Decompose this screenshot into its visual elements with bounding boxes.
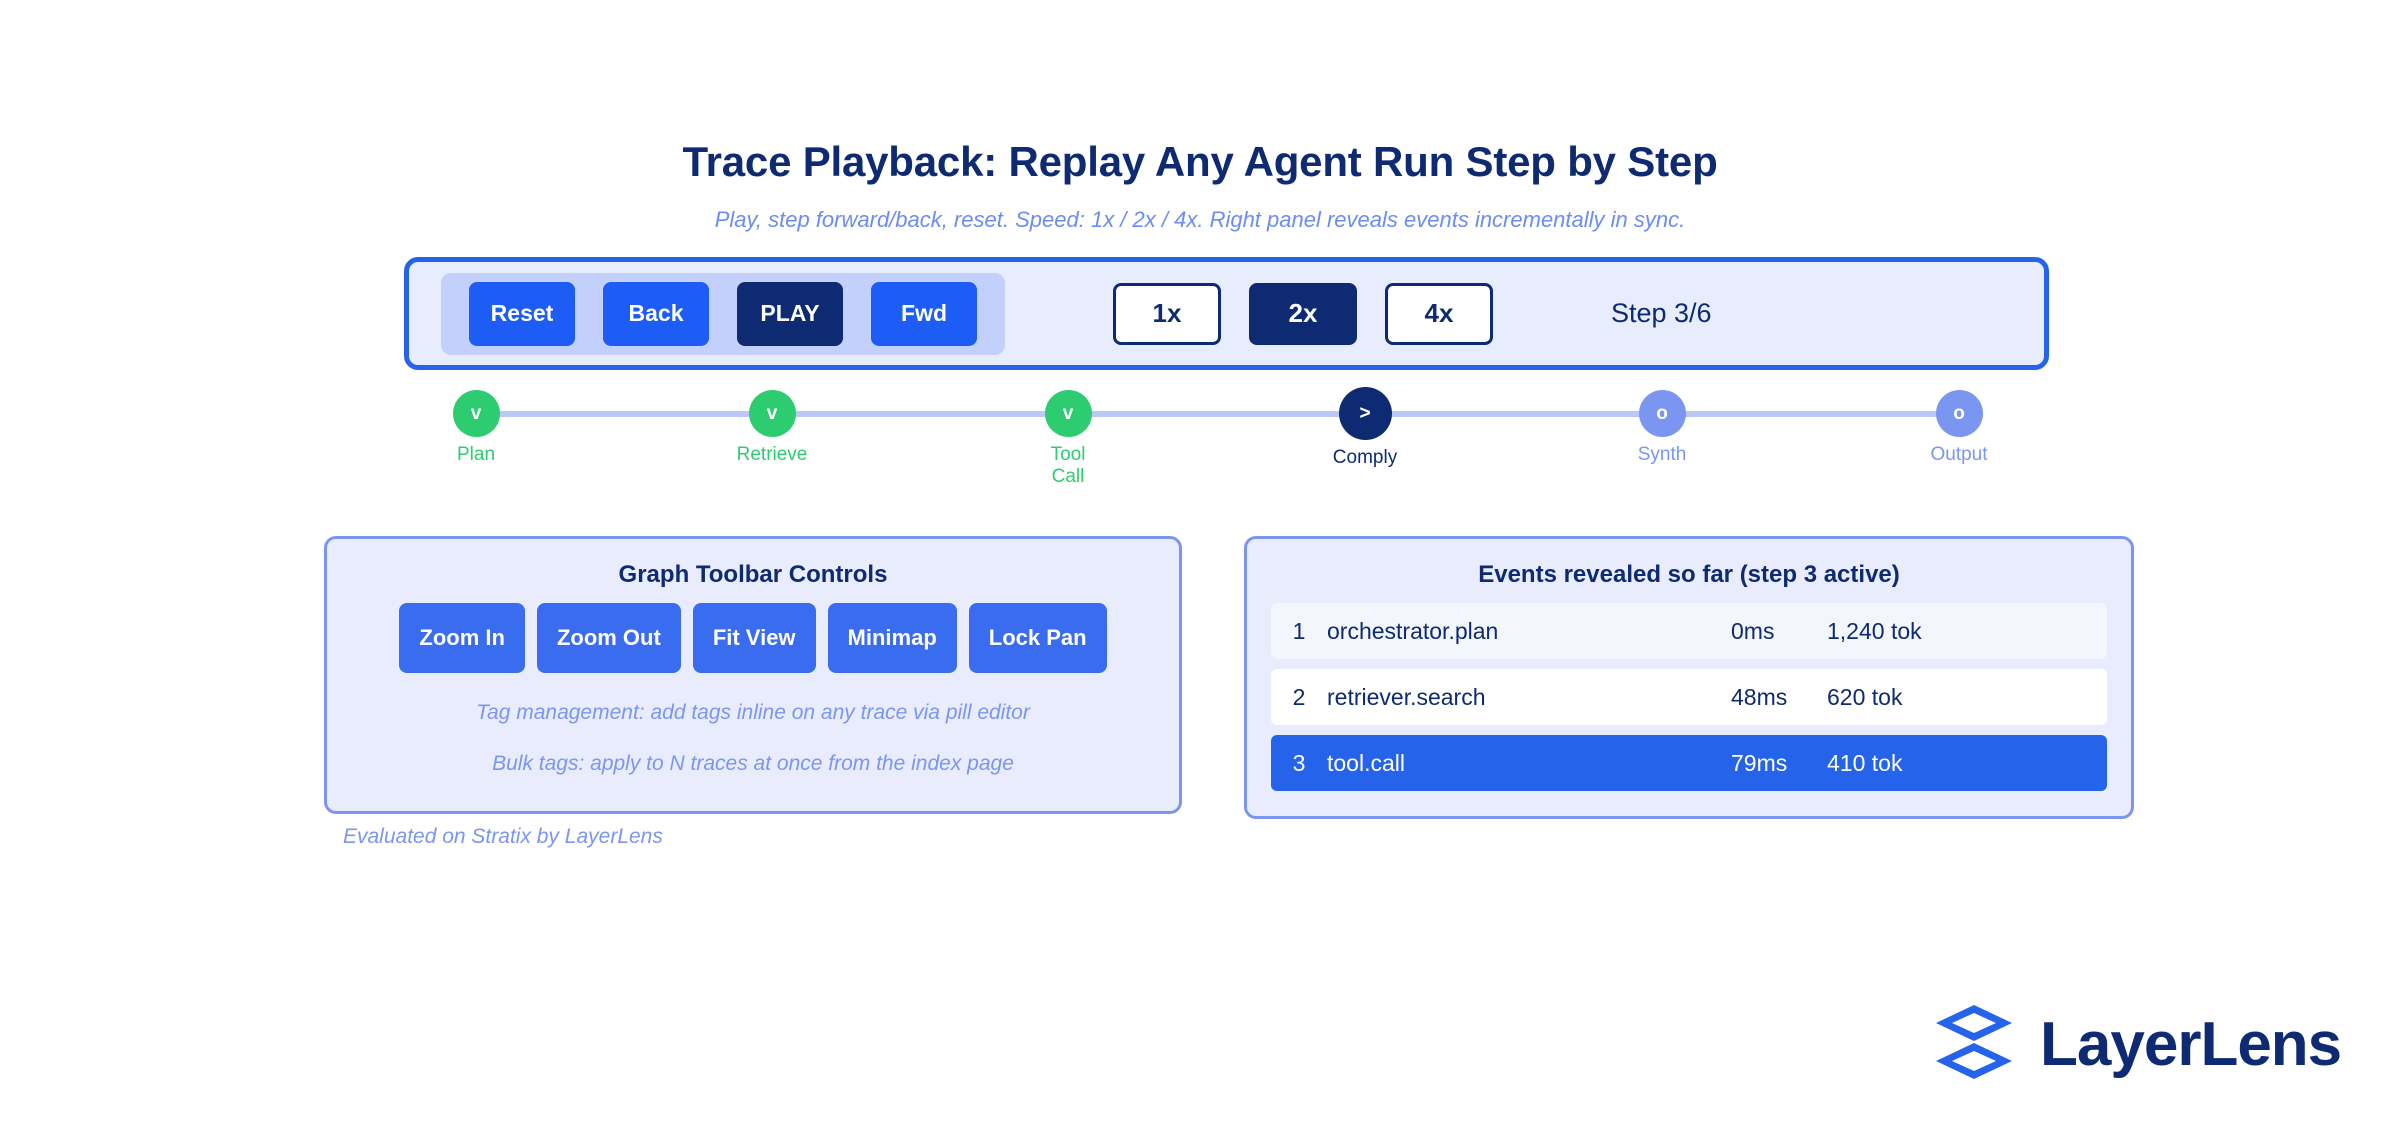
speed-1x-button[interactable]: 1x [1113, 282, 1221, 345]
event-tokens: 1,240 tok [1827, 617, 1922, 644]
events-panel-title: Events revealed so far (step 3 active) [1478, 561, 1900, 588]
speed-4x-button[interactable]: 4x [1385, 282, 1493, 345]
timeline-label-tool-call: Tool Call [1050, 444, 1086, 487]
events-panel: Events revealed so far (step 3 active) 1… [1244, 536, 2134, 819]
event-name: tool.call [1327, 749, 1405, 776]
event-index: 3 [1292, 749, 1306, 776]
timeline-label-output: Output [1930, 444, 1988, 465]
event-latency: 0ms [1731, 617, 1775, 644]
fit-view-button[interactable]: Fit View [692, 603, 816, 673]
layerlens-logo: LayerLens [1930, 1005, 2342, 1084]
speed-button-group: 1x 2x 4x [1113, 282, 1493, 345]
timeline-node-comply[interactable]: > Comply [1329, 378, 1401, 469]
play-arrow-icon: > [1338, 387, 1392, 440]
lock-pan-button[interactable]: Lock Pan [968, 603, 1107, 673]
check-icon: v [748, 390, 796, 437]
timeline-label-synth: Synth [1637, 444, 1687, 465]
playback-control-bar: Reset Back PLAY Fwd 1x 2x 4x Step 3/6 [404, 257, 2049, 370]
event-name: retriever.search [1327, 683, 1486, 710]
event-latency: 79ms [1731, 749, 1788, 776]
minimap-button[interactable]: Minimap [827, 603, 957, 673]
table-row[interactable]: 2 retriever.search 48ms 620 tok [1271, 669, 2107, 725]
evaluation-footer-note: Evaluated on Stratix by LayerLens [343, 825, 663, 848]
circle-pending-icon: o [1935, 390, 1983, 437]
graph-toolbar-row: Zoom In Zoom Out Fit View Minimap Lock P… [327, 603, 1179, 673]
timeline-track [476, 411, 1959, 417]
table-row[interactable]: 3 tool.call 79ms 410 tok [1271, 735, 2107, 791]
play-button[interactable]: PLAY [737, 281, 843, 346]
reset-button[interactable]: Reset [469, 281, 575, 346]
events-list: 1 orchestrator.plan 0ms 1,240 tok 2 retr… [1271, 603, 2107, 791]
step-counter: Step 3/6 [1611, 298, 1712, 328]
timeline-label-retrieve: Retrieve [736, 444, 808, 465]
page-subtitle: Play, step forward/back, reset. Speed: 1… [714, 207, 1686, 232]
back-button[interactable]: Back [603, 281, 709, 346]
timeline-node-tool-call[interactable]: v Tool Call [1032, 378, 1104, 488]
timeline-node-plan[interactable]: v Plan [440, 378, 512, 466]
event-tokens: 620 tok [1827, 683, 1903, 710]
speed-2x-button[interactable]: 2x [1249, 282, 1357, 345]
layerlens-wordmark: LayerLens [2040, 1010, 2342, 1079]
event-tokens: 410 tok [1827, 749, 1903, 776]
table-row[interactable]: 1 orchestrator.plan 0ms 1,240 tok [1271, 603, 2107, 659]
layers-stack-icon [1930, 1005, 2018, 1084]
step-timeline: v Plan v Retrieve v Tool Call > Comply o… [440, 378, 1995, 487]
graph-toolbar-panel: Graph Toolbar Controls Zoom In Zoom Out … [324, 536, 1182, 814]
bulk-tags-note: Bulk tags: apply to N traces at once fro… [492, 752, 1014, 775]
forward-button[interactable]: Fwd [871, 281, 977, 346]
check-icon: v [452, 390, 500, 437]
check-icon: v [1044, 390, 1092, 437]
timeline-node-output[interactable]: o Output [1923, 378, 1995, 466]
page-title: Trace Playback: Replay Any Agent Run Ste… [682, 138, 1718, 185]
event-latency: 48ms [1731, 683, 1788, 710]
graph-toolbar-title: Graph Toolbar Controls [618, 561, 888, 588]
timeline-label-comply: Comply [1332, 447, 1398, 468]
timeline-node-synth[interactable]: o Synth [1626, 378, 1698, 466]
zoom-in-button[interactable]: Zoom In [399, 603, 525, 673]
tag-management-note: Tag management: add tags inline on any t… [476, 701, 1030, 724]
event-index: 2 [1292, 683, 1306, 710]
zoom-out-button[interactable]: Zoom Out [536, 603, 681, 673]
event-index: 1 [1292, 617, 1306, 644]
transport-button-group: Reset Back PLAY Fwd [441, 272, 1005, 355]
timeline-label-plan: Plan [456, 444, 496, 465]
circle-pending-icon: o [1638, 390, 1686, 437]
event-name: orchestrator.plan [1327, 617, 1499, 644]
timeline-node-retrieve[interactable]: v Retrieve [736, 378, 808, 466]
